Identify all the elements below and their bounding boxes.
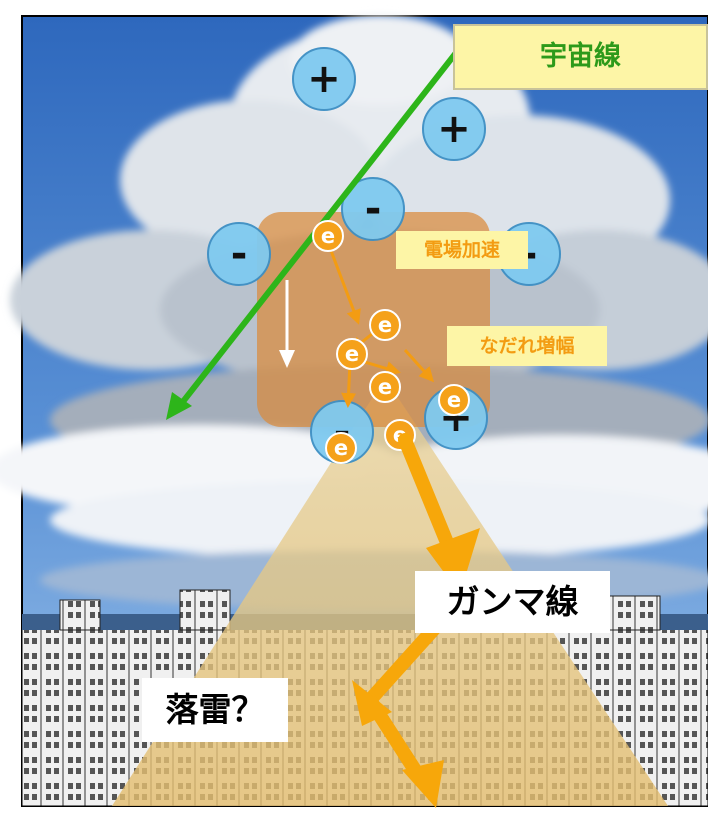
avalanche-label: なだれ増幅 <box>447 326 607 366</box>
svg-text:+: + <box>437 106 471 152</box>
field-direction-arrow <box>279 280 295 368</box>
lightning-label: 落雷？ <box>142 678 288 742</box>
electron-4: e <box>369 371 401 403</box>
svg-text:e: e <box>378 313 392 337</box>
svg-text:e: e <box>378 375 392 399</box>
electron-3: e <box>336 338 368 370</box>
electron-5: e <box>438 384 470 416</box>
svg-text:-: - <box>365 186 382 232</box>
svg-text:e: e <box>447 388 461 412</box>
positive-charge-2: + <box>422 97 486 161</box>
svg-text:e: e <box>345 342 359 366</box>
cosmic-ray-label: 宇宙線 <box>453 24 708 90</box>
negative-charge-1: - <box>207 222 271 286</box>
gamma-ray-arrowheads <box>352 528 480 808</box>
svg-text:+: + <box>307 56 341 102</box>
negative-charge-2: - <box>341 177 405 241</box>
positive-charge-1: + <box>292 47 356 111</box>
gamma-ray-label: ガンマ線 <box>415 571 610 633</box>
electron-7: e <box>325 432 357 464</box>
electron-1: e <box>312 220 344 252</box>
electron-2: e <box>369 309 401 341</box>
svg-text:-: - <box>231 231 248 277</box>
field-acceleration-label: 電場加速 <box>396 231 528 269</box>
svg-text:e: e <box>321 224 335 248</box>
svg-text:e: e <box>334 436 348 460</box>
